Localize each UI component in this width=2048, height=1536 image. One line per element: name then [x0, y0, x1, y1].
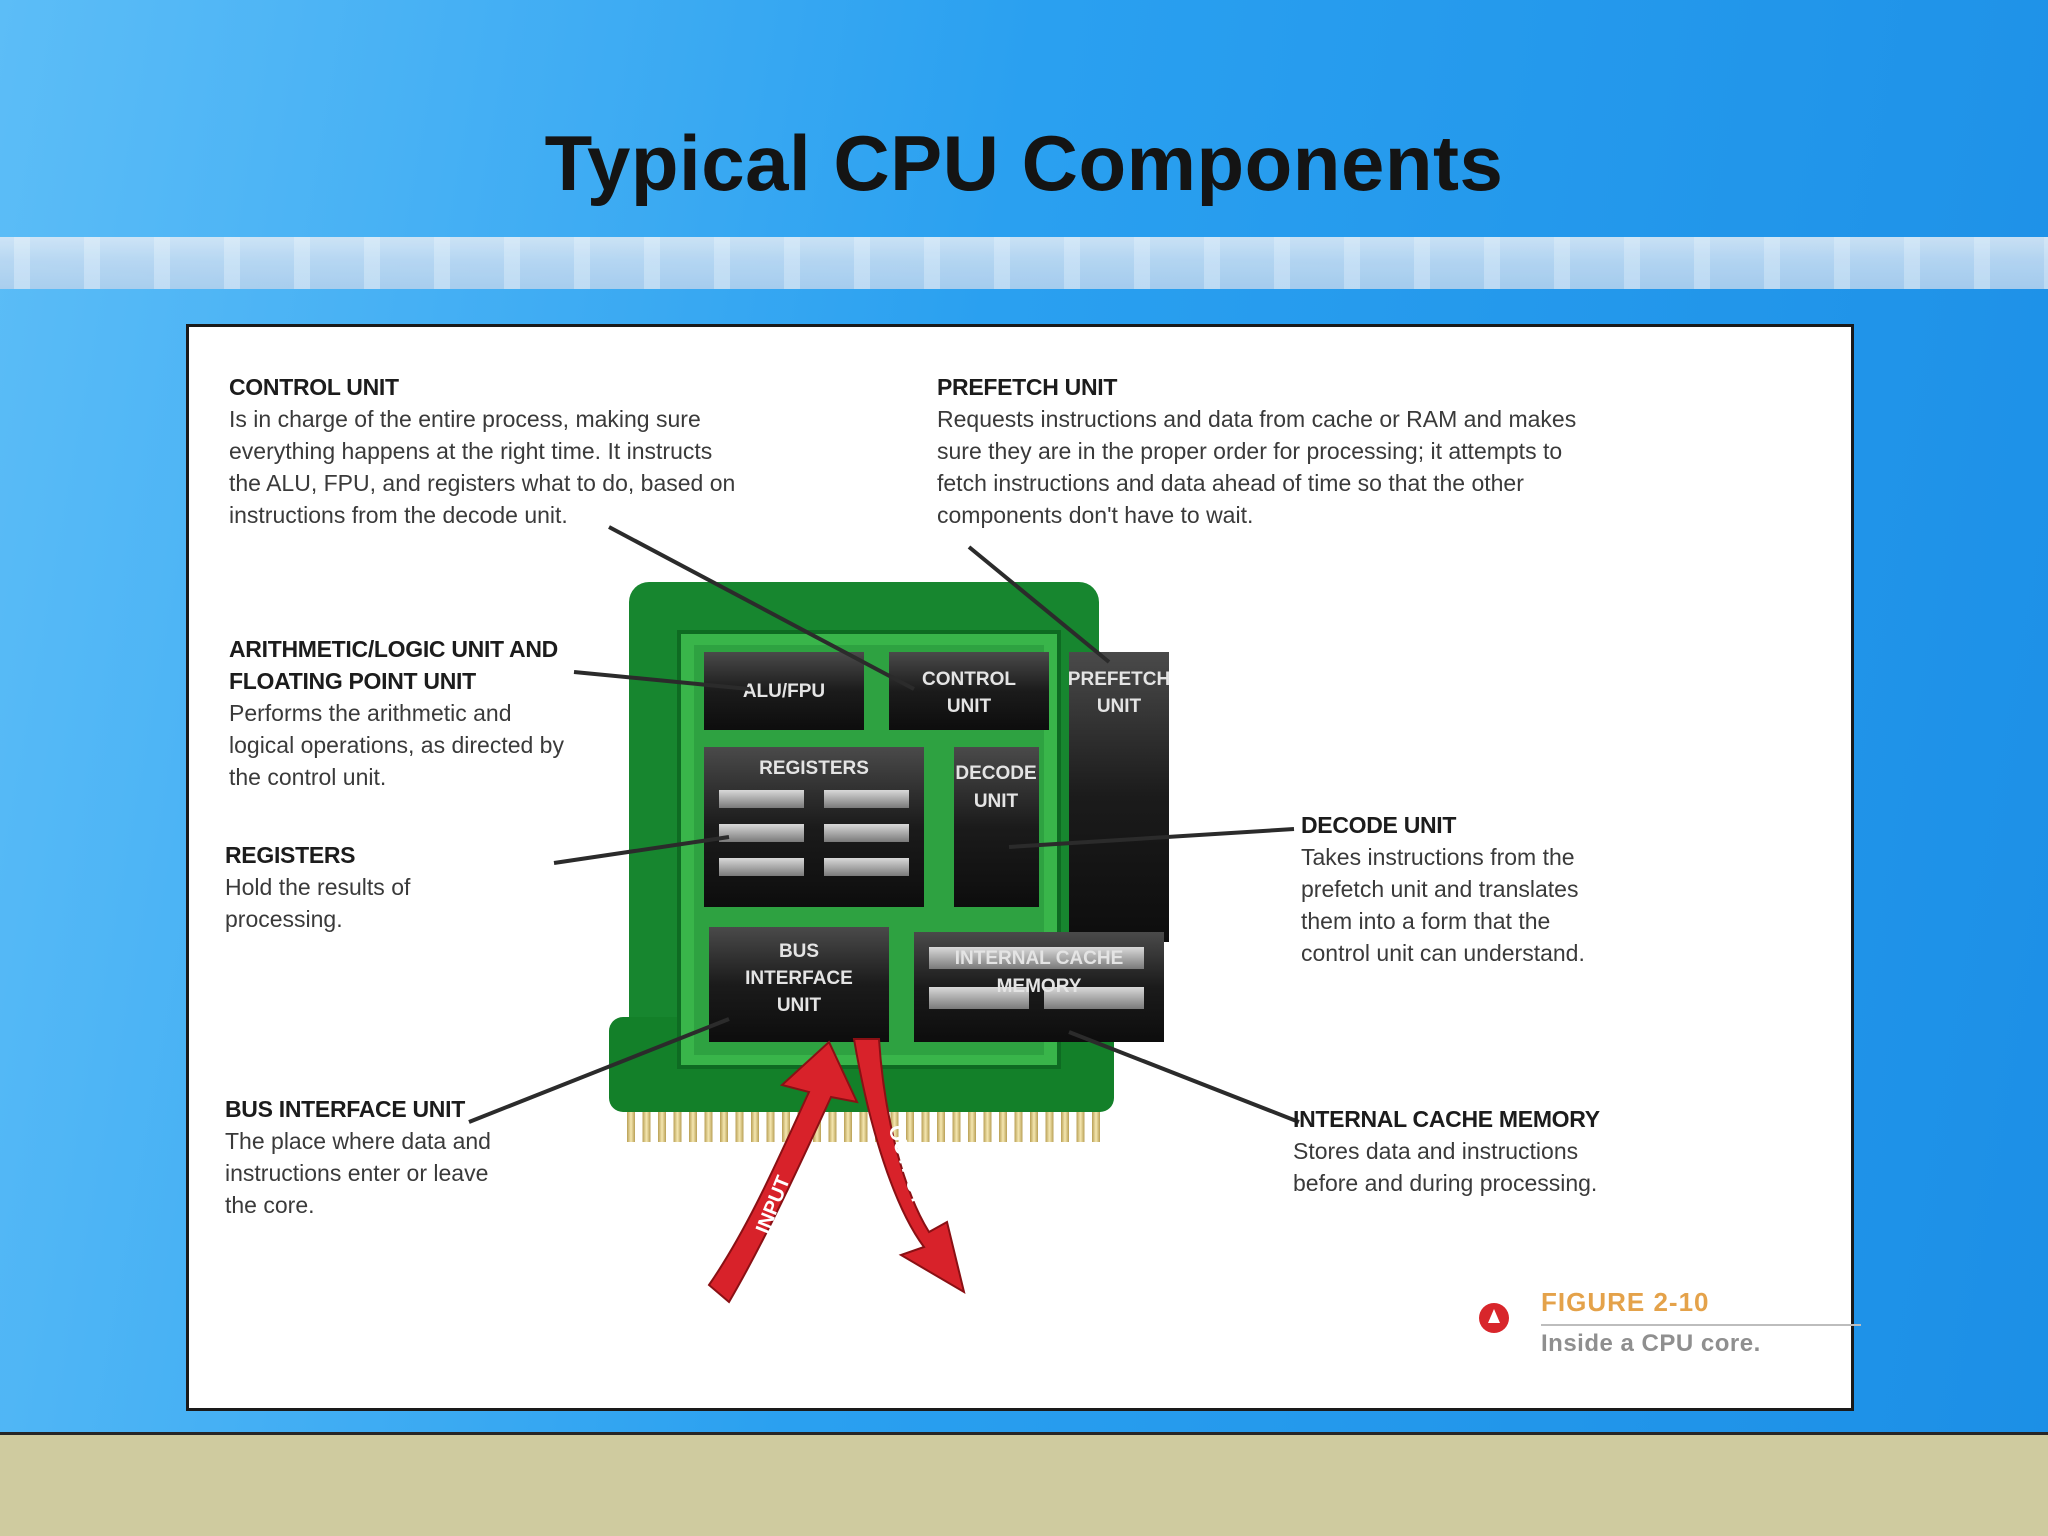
cpu-core-diagram: ALU/FPU CONTROL UNIT PREFETCH UNIT REGIS…	[468, 525, 1300, 1304]
leader-internal-cache	[1068, 1030, 1300, 1124]
figure-logo-icon	[1479, 1303, 1509, 1333]
prefetch-unit-label-2: UNIT	[1097, 696, 1142, 717]
callout-decode-unit-heading: DECODE UNIT	[1301, 812, 1457, 838]
callout-internal-cache-memory: INTERNAL CACHE MEMORY Stores data and in…	[1293, 1103, 1623, 1199]
decode-unit-label-2: UNIT	[974, 791, 1019, 812]
control-unit-label-2: UNIT	[947, 696, 992, 717]
callout-alu-fpu-body: Performs the arithmetic and logical oper…	[229, 700, 564, 790]
chip-pin	[937, 1102, 945, 1142]
callout-control-unit-heading: CONTROL UNIT	[229, 374, 399, 400]
figure-number: FIGURE 2-10	[1541, 1287, 1710, 1317]
chip-pin	[828, 1102, 837, 1142]
chip-pin	[627, 1102, 635, 1142]
control-unit-label-1: CONTROL	[922, 669, 1016, 690]
control-unit-block	[889, 652, 1049, 730]
header-stripe	[0, 237, 2048, 289]
chip-pin	[890, 1102, 899, 1142]
callout-registers-body: Hold the results of processing.	[225, 874, 411, 932]
cache-label-1: INTERNAL CACHE	[955, 948, 1124, 969]
callout-bus-interface-heading: BUS INTERFACE UNIT	[225, 1096, 465, 1122]
bus-interface-label-2: INTERFACE	[745, 968, 853, 989]
chip-pin	[1030, 1102, 1038, 1142]
chip-pin	[720, 1102, 728, 1142]
chip-pin	[1045, 1102, 1054, 1142]
callout-control-unit-body: Is in charge of the entire process, maki…	[229, 406, 736, 528]
chip-pin	[921, 1102, 930, 1142]
bus-interface-unit-block	[709, 927, 889, 1042]
chip-pin	[906, 1102, 914, 1142]
chip-pin	[1014, 1102, 1023, 1142]
leader-decode-unit	[1008, 827, 1295, 849]
chip-pin	[844, 1102, 852, 1142]
chip-pin	[1061, 1102, 1069, 1142]
cache-slot	[929, 947, 1144, 969]
chip-pin	[859, 1102, 868, 1142]
chip-pin	[689, 1102, 697, 1142]
chip-pin	[673, 1102, 682, 1142]
cache-slot	[1044, 987, 1144, 1009]
prefetch-unit-label-1: PREFETCH	[1068, 669, 1170, 690]
bus-interface-label-3: UNIT	[777, 995, 822, 1016]
callout-alu-fpu-heading: ARITHMETIC/LOGIC UNIT AND FLOATING POINT…	[229, 636, 558, 694]
leader-control-unit	[608, 525, 915, 691]
chip-pin	[952, 1102, 961, 1142]
registers-label: REGISTERS	[759, 758, 869, 779]
callout-prefetch-unit: PREFETCH UNIT Requests instructions and …	[937, 371, 1607, 531]
leader-prefetch-unit	[967, 545, 1111, 664]
cache-label-2: MEMORY	[997, 976, 1082, 997]
chip-pin	[766, 1102, 775, 1142]
callout-control-unit: CONTROL UNIT Is in charge of the entire …	[229, 371, 749, 531]
callout-registers: REGISTERS Hold the results of processing…	[225, 839, 455, 935]
leader-alu-fpu	[573, 670, 750, 691]
chip-pin	[735, 1102, 744, 1142]
chip-pin	[782, 1102, 790, 1142]
callout-decode-unit-body: Takes instructions from the prefetch uni…	[1301, 844, 1585, 966]
slide-title: Typical CPU Components	[544, 119, 1504, 207]
callout-internal-cache-body: Stores data and instructions before and …	[1293, 1138, 1598, 1196]
leader-bus-interface	[468, 1017, 730, 1124]
callout-decode-unit: DECODE UNIT Takes instructions from the …	[1301, 809, 1621, 969]
callout-bus-interface-unit: BUS INTERFACE UNIT The place where data …	[225, 1093, 495, 1221]
cache-slot	[929, 987, 1029, 1009]
leader-lines	[468, 525, 1300, 1124]
callout-alu-fpu: ARITHMETIC/LOGIC UNIT AND FLOATING POINT…	[229, 633, 569, 793]
callout-prefetch-unit-body: Requests instructions and data from cach…	[937, 406, 1577, 528]
chip-pin	[704, 1102, 713, 1142]
chip-pin	[642, 1102, 651, 1142]
chip-pin	[1092, 1102, 1100, 1142]
chip-pin	[999, 1102, 1007, 1142]
chip-pin	[751, 1102, 759, 1142]
prefetch-unit-block	[1069, 652, 1169, 942]
footer-bar	[0, 1432, 2048, 1536]
figure-caption: FIGURE 2-10 Inside a CPU core.	[1541, 1287, 1861, 1358]
bus-interface-label-1: BUS	[779, 941, 819, 962]
callout-prefetch-unit-heading: PREFETCH UNIT	[937, 374, 1118, 400]
figure-caption-text: Inside a CPU core.	[1541, 1324, 1861, 1358]
chip-pin	[1076, 1102, 1085, 1142]
leader-registers	[553, 835, 730, 865]
callout-bus-interface-body: The place where data and instructions en…	[225, 1128, 491, 1218]
figure-panel: ALU/FPU CONTROL UNIT PREFETCH UNIT REGIS…	[186, 324, 1861, 1411]
alu-fpu-block	[704, 652, 864, 730]
decode-unit-block	[954, 747, 1039, 907]
chip-pin	[983, 1102, 992, 1142]
register-slots	[719, 790, 909, 876]
alu-fpu-label: ALU/FPU	[743, 681, 825, 702]
decode-unit-label-1: DECODE	[955, 763, 1036, 784]
chip-pin	[658, 1102, 666, 1142]
callout-registers-heading: REGISTERS	[225, 842, 356, 868]
chip-pin	[968, 1102, 976, 1142]
callout-internal-cache-heading: INTERNAL CACHE MEMORY	[1293, 1106, 1600, 1132]
